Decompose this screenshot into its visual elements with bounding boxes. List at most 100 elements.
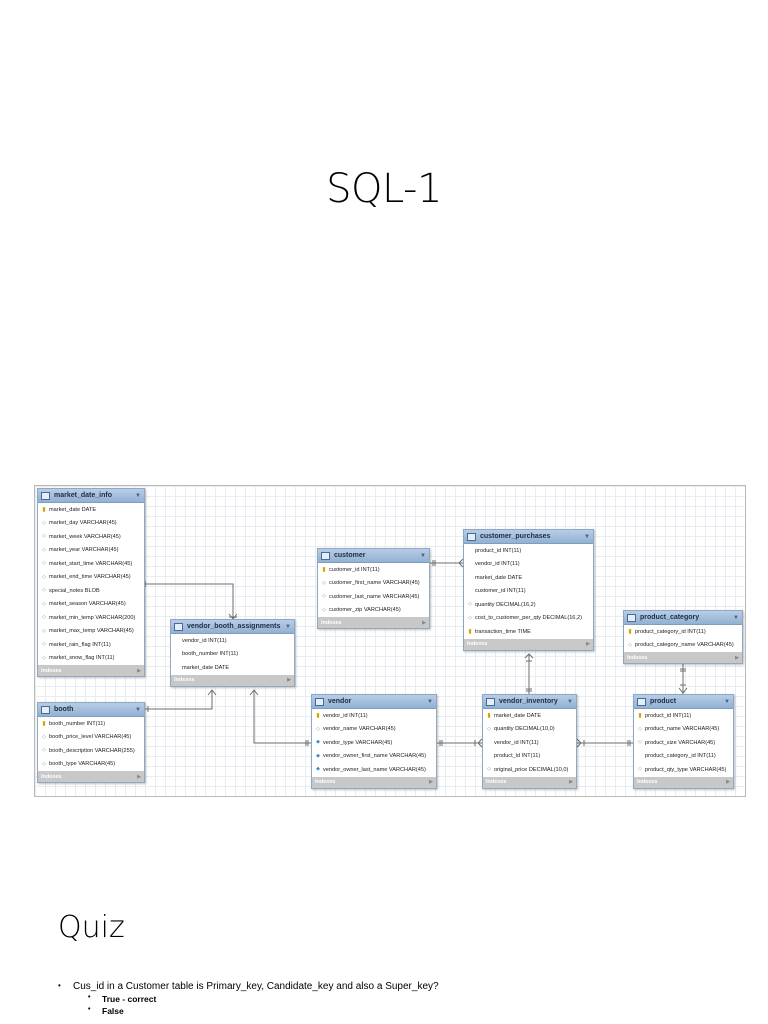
column-text: vendor_owner_first_name VARCHAR(45) [323, 753, 427, 760]
table-name: customer [334, 552, 366, 559]
column-diamond-icon: ◇ [42, 519, 46, 526]
quiz-heading: Quiz [58, 910, 125, 945]
column-text: market_date DATE [475, 574, 523, 581]
key-icon: ▮ [42, 506, 46, 513]
table-column: ▮market_date DATE [38, 503, 144, 517]
table-header[interactable]: vendor▼ [312, 695, 436, 709]
column-diamond-icon: ◇ [638, 739, 642, 746]
expand-arrow-icon[interactable]: ▶ [586, 641, 590, 647]
column-diamond-icon: ◇ [42, 546, 46, 553]
key-icon: ▮ [42, 720, 46, 727]
column-text: cost_to_customer_per_qty DECIMAL(16,2) [475, 615, 582, 622]
table-column: ◇product_qty_type VARCHAR(45) [634, 763, 733, 777]
table-name: market_date_info [54, 492, 112, 499]
indexes-bar[interactable]: Indexes ▶ [38, 771, 144, 782]
indexes-bar[interactable]: Indexes▶ [483, 776, 576, 788]
expand-arrow-icon[interactable]: ▶ [726, 779, 730, 785]
indexes-label: Indexes [41, 773, 62, 780]
table-column: ▮market_date DATE [483, 709, 576, 723]
table-column: market_date DATE [171, 661, 294, 675]
table-vendor[interactable]: vendor▼▮vendor_id INT(11)◇vendor_name VA… [311, 694, 437, 789]
column-text: product_category_id INT(11) [645, 753, 716, 760]
column-text: market_min_temp VARCHAR(200) [49, 614, 136, 621]
table-column: ◇booth_type VARCHAR(45) [38, 758, 144, 772]
table-product-category[interactable]: product_category▼▮product_category_id IN… [623, 610, 743, 664]
indexes-bar[interactable]: Indexes▶ [38, 665, 144, 676]
column-text: product_id INT(11) [645, 712, 692, 719]
indexes-bar[interactable]: Indexes▶ [634, 776, 733, 788]
column-text: product_name VARCHAR(45) [645, 726, 720, 733]
collapse-icon[interactable]: ▼ [135, 492, 141, 499]
table-column: ▮transaction_time TIME [464, 625, 593, 639]
table-header[interactable]: product_category▼ [624, 611, 742, 625]
collapse-icon[interactable]: ▼ [584, 533, 590, 540]
table-column: ◇original_price DECIMAL(10,0) [483, 763, 576, 777]
column-text: vendor_owner_last_name VARCHAR(45) [323, 766, 426, 773]
column-text: vendor_id INT(11) [494, 739, 539, 746]
column-text: product_category_id INT(11) [635, 628, 706, 635]
table-vendor-booth-assignments[interactable]: vendor_booth_assignments▼vendor_id INT(1… [170, 619, 295, 687]
table-header[interactable]: customer_purchases▼ [464, 530, 593, 544]
column-text: market_season VARCHAR(45) [49, 601, 126, 608]
column-diamond-icon: ◇ [42, 533, 46, 540]
indexes-bar[interactable]: Indexes ▶ [318, 617, 429, 628]
table-icon [315, 697, 324, 706]
expand-arrow-icon[interactable]: ▶ [569, 779, 573, 785]
column-text: special_notes BLOB [49, 587, 100, 594]
er-diagram: market_date_info▼▮market_date DATE◇marke… [34, 485, 746, 797]
table-header[interactable]: customer ▼ [318, 549, 429, 563]
collapse-icon[interactable]: ▼ [285, 623, 291, 630]
indexes-bar[interactable]: Indexes▶ [312, 776, 436, 788]
table-header[interactable]: market_date_info ▼ [38, 489, 144, 503]
column-diamond-icon: ◇ [42, 627, 46, 634]
indexes-bar[interactable]: Indexes▶ [624, 652, 742, 663]
table-customer-purchases[interactable]: customer_purchases▼product_id INT(11)ven… [463, 529, 594, 651]
collapse-icon[interactable]: ▼ [724, 698, 730, 705]
collapse-icon[interactable]: ▼ [135, 706, 141, 713]
table-column: ◇market_start_time VARCHAR(45) [38, 557, 144, 571]
collapse-icon[interactable]: ▼ [567, 698, 573, 705]
column-diamond-icon: ◇ [487, 725, 491, 732]
column-text: product_qty_type VARCHAR(45) [645, 766, 727, 773]
expand-arrow-icon[interactable]: ▶ [735, 654, 739, 661]
table-column: ◇customer_last_name VARCHAR(45) [318, 590, 429, 604]
expand-arrow-icon[interactable]: ▶ [137, 773, 141, 780]
table-icon [627, 613, 636, 622]
key-icon: ▮ [468, 628, 472, 635]
expand-arrow-icon[interactable]: ▶ [429, 779, 433, 785]
table-booth[interactable]: booth▼▮booth_number INT(11)◇booth_price_… [37, 702, 145, 783]
collapse-icon[interactable]: ▼ [733, 614, 739, 621]
column-text: booth_description VARCHAR(255) [49, 747, 135, 754]
slide-title: SQL-1 [326, 166, 442, 212]
indexes-label: Indexes [321, 619, 342, 626]
indexes-bar[interactable]: Indexes ▶ [171, 674, 294, 686]
table-product[interactable]: product▼▮product_id INT(11)◇product_name… [633, 694, 734, 789]
table-column: ◇special_notes BLOB [38, 584, 144, 598]
table-customer[interactable]: customer▼▮customer_id INT(11)◇customer_f… [317, 548, 430, 629]
indexes-bar[interactable]: Indexes▶ [464, 638, 593, 650]
table-column: ▮product_category_id INT(11) [624, 625, 742, 639]
table-icon [486, 697, 495, 706]
table-header[interactable]: vendor_booth_assignments▼ [171, 620, 294, 634]
expand-arrow-icon[interactable]: ▶ [287, 677, 291, 683]
collapse-icon[interactable]: ▼ [420, 552, 426, 559]
table-column: ▮booth_number INT(11) [38, 717, 144, 731]
expand-arrow-icon[interactable]: ▶ [422, 619, 426, 626]
column-text: product_id INT(11) [475, 547, 522, 554]
column-diamond-icon: ◇ [638, 766, 642, 773]
collapse-icon[interactable]: ▼ [427, 698, 433, 705]
indexes-label: Indexes [174, 677, 195, 683]
table-header[interactable]: booth▼ [38, 703, 144, 717]
table-name: vendor_inventory [499, 698, 558, 705]
column-diamond-icon: ◇ [42, 600, 46, 607]
column-diamond-icon: ◇ [487, 766, 491, 773]
table-vendor-inventory[interactable]: vendor_inventory▼▮market_date DATE◇quant… [482, 694, 577, 789]
expand-arrow-icon[interactable]: ▶ [137, 667, 141, 674]
column-diamond-icon: ◇ [468, 614, 472, 621]
table-market-date-info[interactable]: market_date_info▼▮market_date DATE◇marke… [37, 488, 145, 677]
table-column: ◇market_season VARCHAR(45) [38, 598, 144, 612]
table-header[interactable]: product▼ [634, 695, 733, 709]
bullet-icon: • [88, 994, 91, 1001]
table-header[interactable]: vendor_inventory ▼ [483, 695, 576, 709]
table-icon [41, 491, 50, 500]
